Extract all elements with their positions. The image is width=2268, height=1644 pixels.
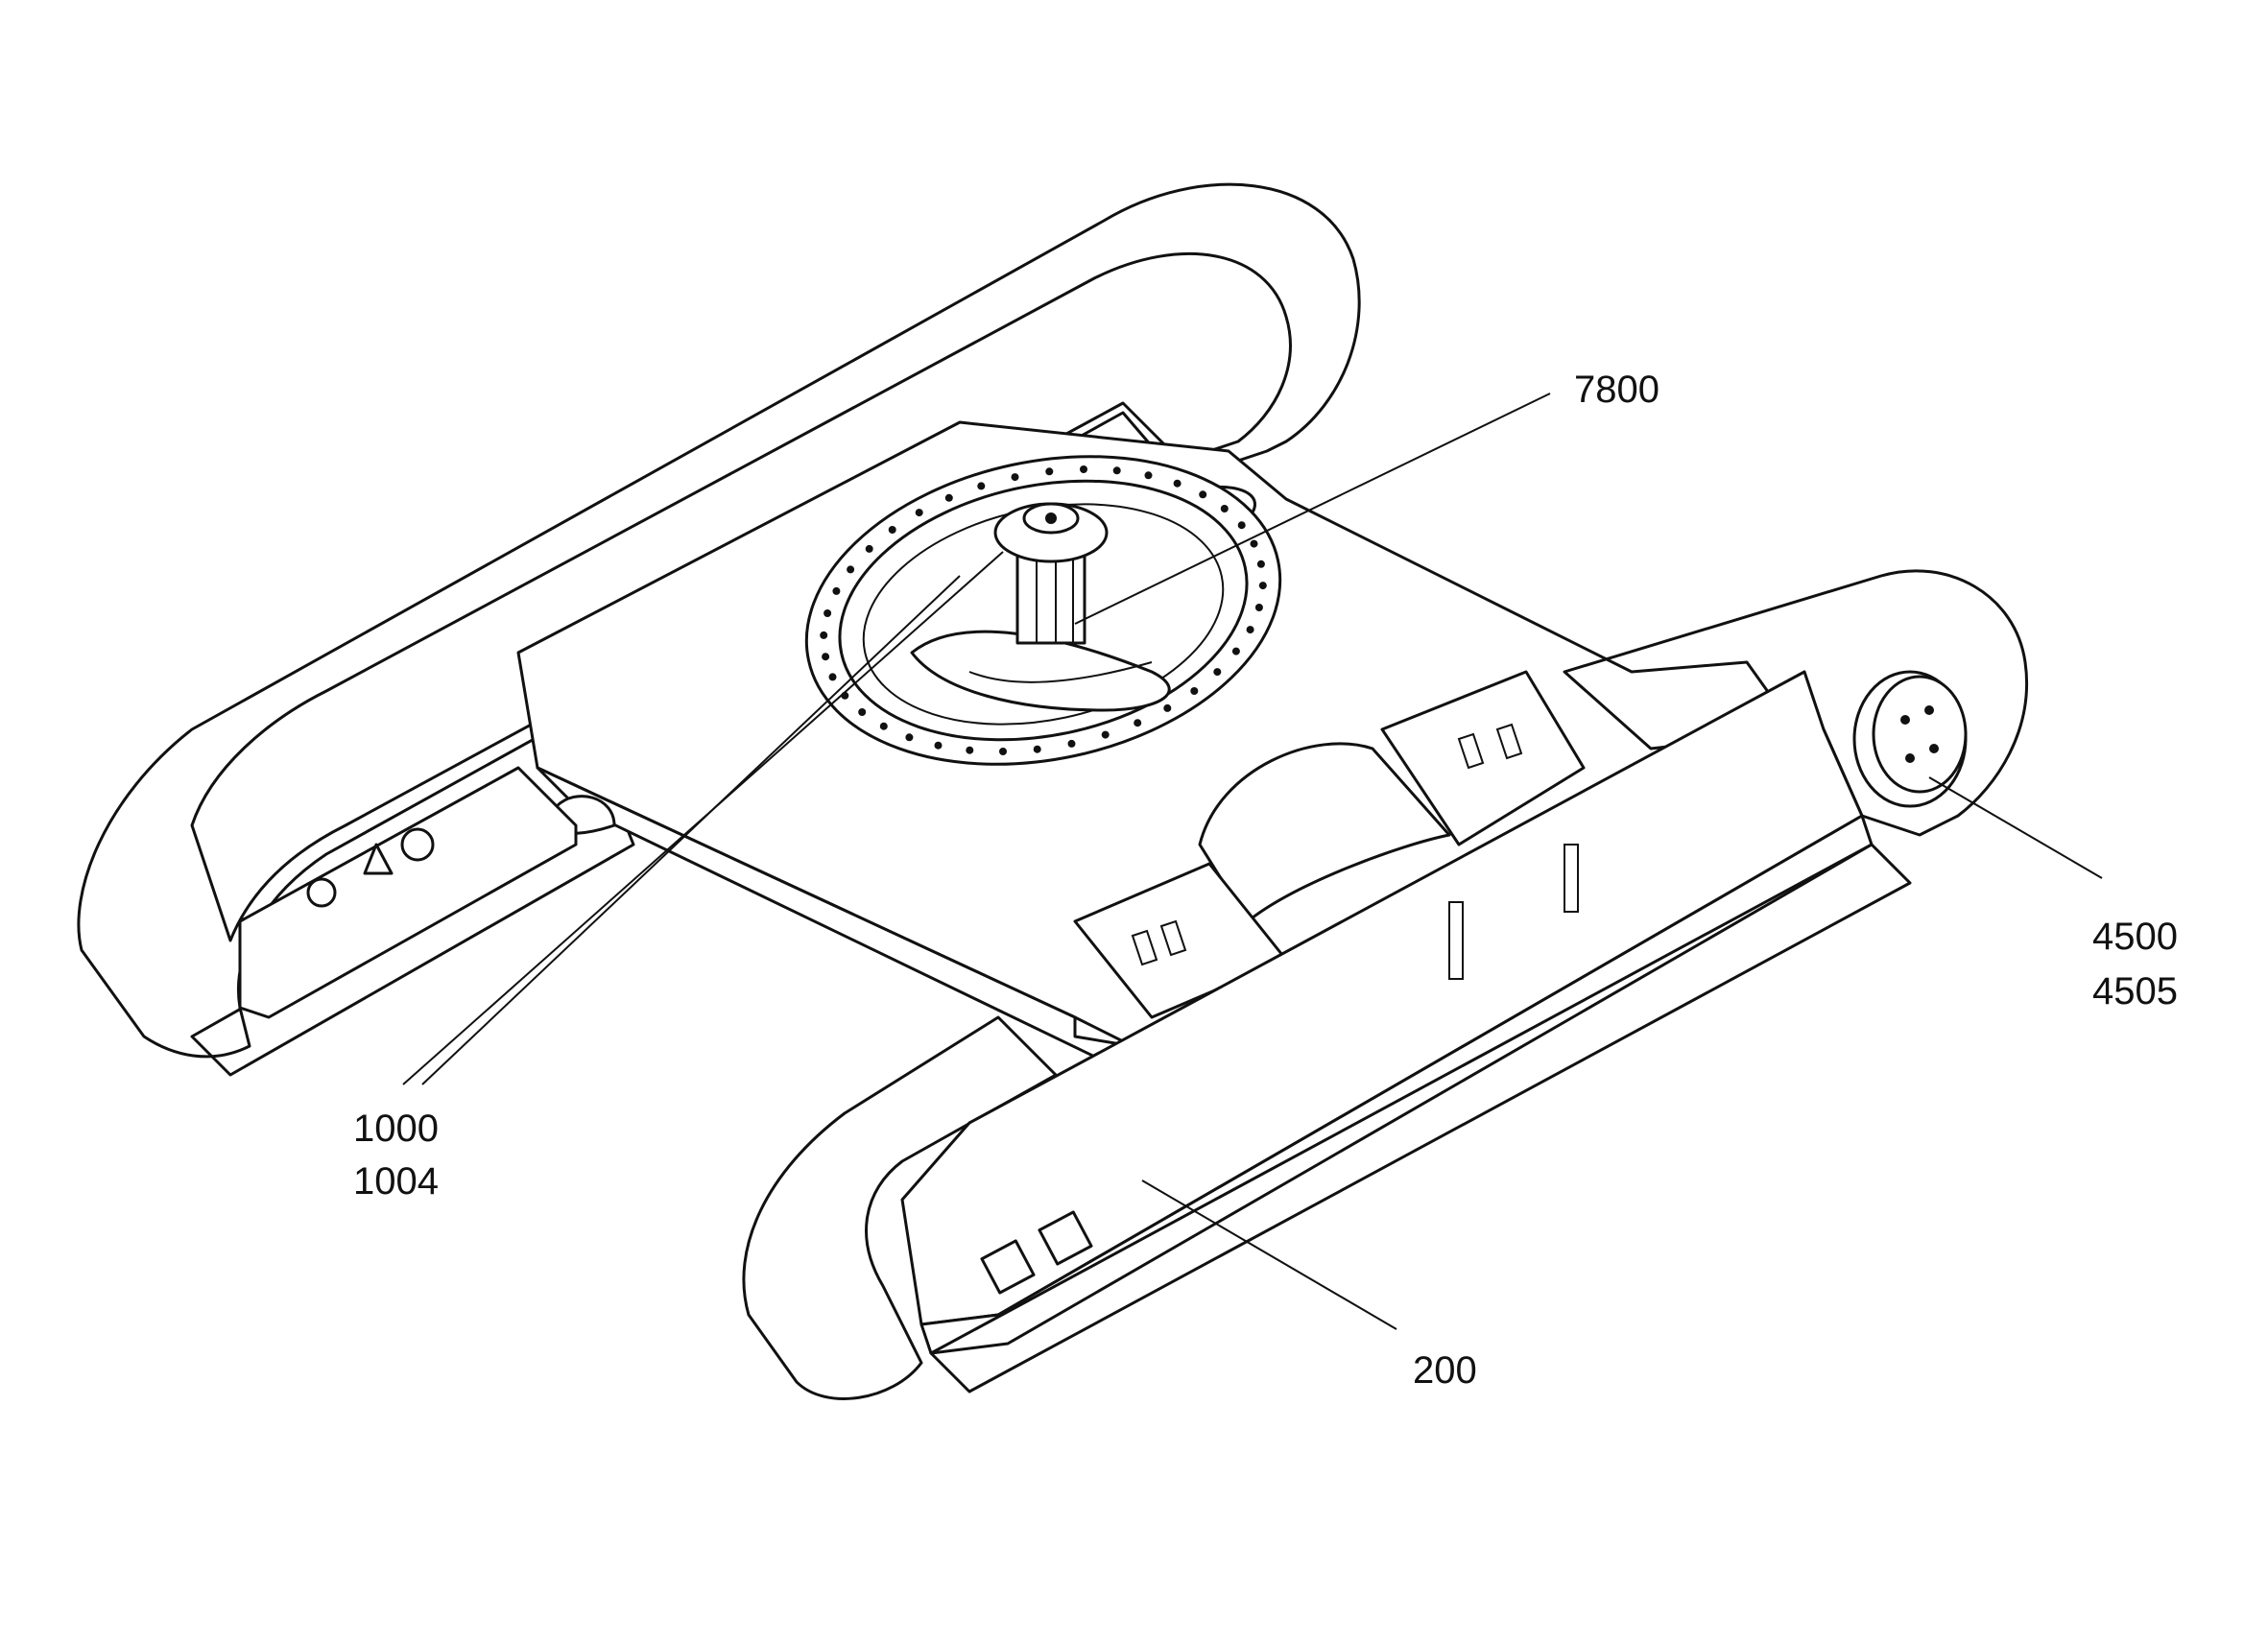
bolt-hole (822, 653, 830, 661)
bolt-hole (1246, 626, 1254, 634)
bolt-hole (944, 493, 953, 502)
bolt-hole (832, 586, 841, 595)
bolt-hole (888, 526, 896, 534)
bolt-hole (1258, 582, 1267, 590)
bolt-hole (1067, 739, 1076, 748)
bolt-hole (1254, 604, 1263, 611)
bolt-hole (1190, 687, 1199, 695)
bolt-hole (1237, 521, 1246, 530)
right-track-assembly (742, 569, 2028, 1400)
bolt-hole (1220, 505, 1229, 512)
bolt-hole (1045, 467, 1054, 476)
bolt-hole (1199, 490, 1207, 499)
label-drive-motor-1: 4500 (2092, 916, 2178, 958)
bolt-hole (1134, 719, 1142, 727)
bolt-hole (905, 733, 914, 742)
label-drive-motor-2: 4505 (2092, 970, 2178, 1013)
bolt-hole (1173, 479, 1182, 488)
bolt-hole (820, 631, 828, 639)
bolt-hole (828, 673, 837, 681)
bolt-hole (879, 722, 888, 730)
bolt-hole (865, 544, 873, 553)
bolt-hole (1256, 560, 1265, 568)
turntable-bearing (804, 455, 1282, 766)
bolt-hole (824, 609, 832, 617)
bolt-hole (1101, 730, 1110, 739)
bolt-hole (1250, 539, 1258, 548)
bolt-hole (1163, 703, 1172, 712)
bolt-hole (1112, 466, 1121, 475)
label-carbody-frame-1: 1000 (353, 1108, 439, 1150)
bolt-hole (847, 565, 855, 574)
bolt-hole (966, 746, 974, 754)
bolt-hole (1011, 473, 1019, 482)
bolt-hole (1231, 647, 1240, 655)
leader-lines (402, 393, 2103, 1330)
bolt-hole (1213, 668, 1222, 677)
bolt-hole (858, 708, 867, 716)
label-turntable-bearing: 7800 (1574, 369, 1659, 411)
bolt-hole (977, 482, 986, 490)
bolt-hole (1144, 471, 1153, 480)
bolt-hole (999, 748, 1007, 755)
bolt-hole (1080, 465, 1087, 473)
bolt-hole (934, 741, 943, 750)
bolt-hole (1033, 745, 1041, 753)
bolt-hole (915, 509, 923, 517)
left-track-end-plate (238, 766, 578, 1019)
label-carbody-frame-2: 1004 (353, 1160, 439, 1203)
label-track-frame: 200 (1413, 1349, 1477, 1392)
